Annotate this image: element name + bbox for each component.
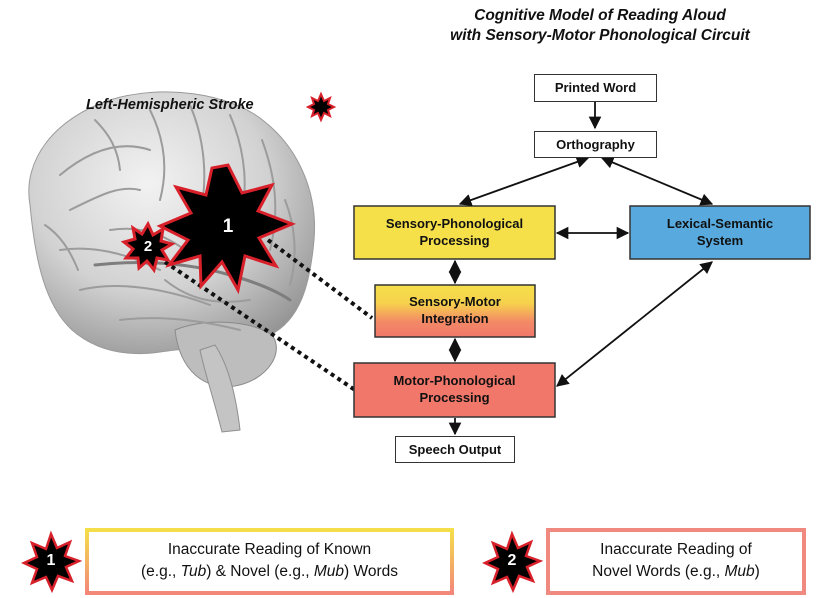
legend-2-number: 2 [507, 552, 517, 569]
sensory-motor-line-2: Integration [421, 311, 489, 326]
sensory-phonological-label: Sensory-Phonological Processing [354, 215, 555, 249]
stroke-label: Left-Hemispheric Stroke [86, 97, 254, 113]
legend-1-number: 1 [46, 552, 56, 569]
sensory-motor-label: Sensory-Motor Integration [375, 293, 535, 327]
legend-2-line-2: Novel Words (e.g., Mub) [592, 563, 760, 580]
sensory-motor-line-1: Sensory-Motor [409, 294, 501, 309]
diagram-title: Cognitive Model of Reading Aloud with Se… [380, 6, 820, 46]
legend-1-line-2: (e.g., Tub) & Novel (e.g., Mub) Words [140, 563, 399, 580]
lesion2-to-motorphon-dotted [163, 260, 357, 392]
motor-phon-line-2: Processing [419, 390, 490, 405]
lesion-number-2: 2 [143, 238, 153, 255]
lexical-sem-line-1: Lexical-Semantic [666, 216, 774, 231]
sylvian-fissure [93, 260, 292, 302]
lesion-burst-2 [120, 220, 176, 274]
sensory-phon-line-2: Processing [419, 233, 490, 248]
speech-output-box: Speech Output [395, 436, 515, 463]
legend-2-burst [482, 530, 544, 594]
printed-word-label: Printed Word [554, 80, 637, 95]
lexical-semantic-box [629, 205, 811, 260]
speech-output-label: Speech Output [408, 441, 502, 457]
brain-cerebellum [174, 321, 277, 388]
arrow-ortho-sensoryphon [458, 155, 590, 207]
arrow-ortho-lexsem [600, 156, 714, 206]
legend-2-frame [546, 528, 806, 595]
legend-1-line-1: Inaccurate Reading of Known [167, 541, 372, 558]
sensory-phonological-box [353, 205, 556, 260]
motor-phonological-label: Motor-Phonological Processing [354, 372, 555, 406]
sensory-phon-line-1: Sensory-Phonological [385, 216, 524, 231]
flow-arrows [448, 102, 714, 436]
legend-2-text: Inaccurate Reading of Novel Words (e.g.,… [551, 539, 801, 583]
printed-word-box: Printed Word [534, 74, 657, 102]
legend-1-frame [85, 528, 454, 595]
brain-stem [199, 344, 241, 433]
lexical-sem-line-2: System [696, 233, 744, 248]
arrow-lexsem-motorphon [556, 261, 713, 387]
lesion-burst-1 [156, 163, 297, 295]
motor-phon-line-1: Motor-Phonological [393, 373, 516, 388]
orthography-box: Orthography [534, 131, 657, 158]
lesion1-to-sensorymotor-dotted [266, 238, 374, 320]
title-line-2: with Sensory-Motor Phonological Circuit [450, 27, 750, 44]
stroke-label-burst-icon [305, 91, 337, 123]
legend-1-burst [21, 530, 83, 594]
orthography-label: Orthography [556, 136, 635, 152]
sensory-motor-box [374, 284, 536, 338]
motor-phonological-box [353, 362, 556, 418]
lexical-semantic-label: Lexical-Semantic System [630, 215, 810, 249]
legend-2-line-1: Inaccurate Reading of [600, 541, 752, 558]
legend-1-text: Inaccurate Reading of Known (e.g., Tub) … [90, 539, 449, 583]
title-line-1: Cognitive Model of Reading Aloud [474, 7, 726, 24]
lesion-number-1: 1 [222, 216, 234, 237]
